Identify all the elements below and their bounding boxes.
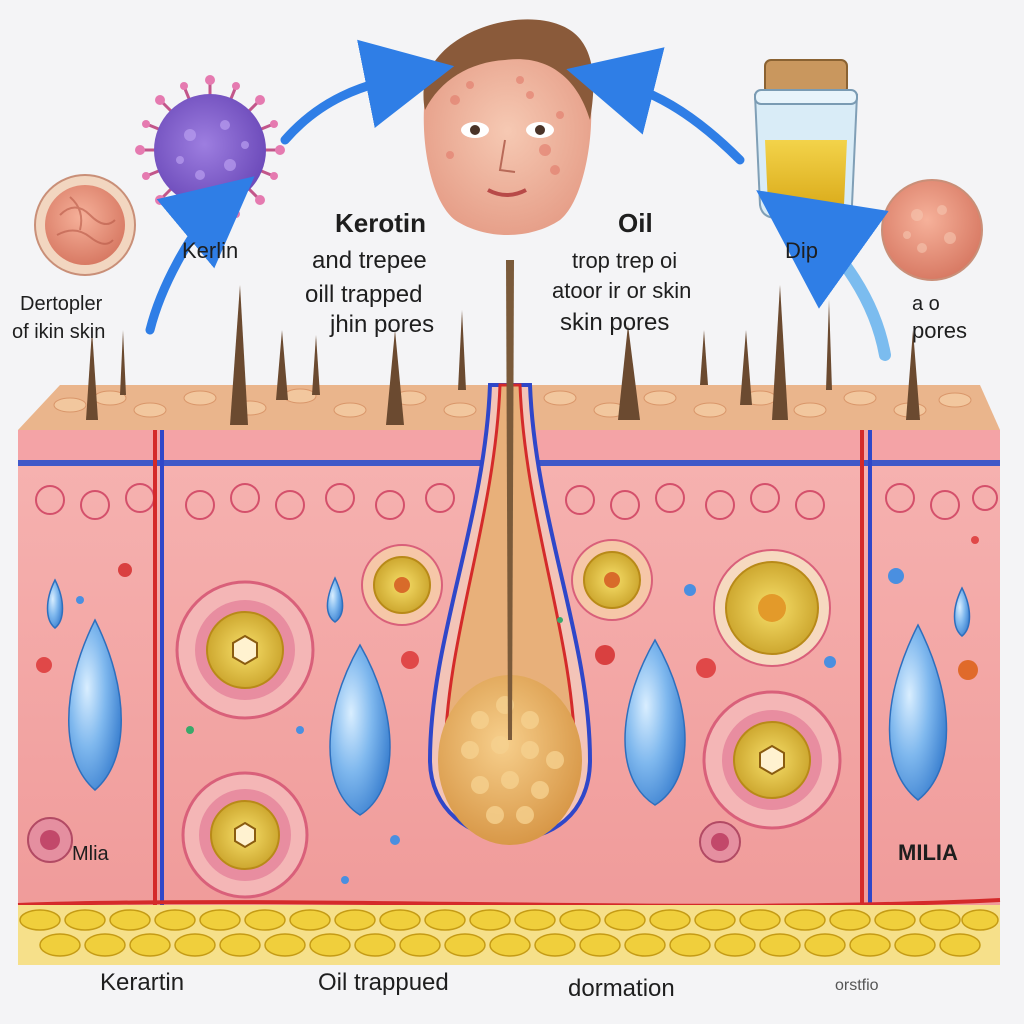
face-icon (423, 19, 594, 235)
label-dip: Dip (785, 238, 818, 263)
label-milia-right: MILIA (898, 840, 958, 865)
hair-follicle (427, 260, 593, 845)
skin-cell-icon (881, 179, 983, 281)
label-kerlin: Kerlin (182, 238, 238, 263)
small-milia (699, 821, 741, 863)
virus-icon (135, 75, 285, 225)
arrow-icon (145, 39, 891, 361)
label-dertopler-2: of ikin skin (12, 321, 105, 343)
label-oil-2: trop trep oi (572, 248, 677, 273)
label-oil-3: atoor ir or skin (552, 278, 691, 303)
milia-cyst (571, 539, 653, 621)
label-oil-title: Oil (618, 208, 653, 238)
label-keratin-2: and trepee (312, 247, 427, 274)
milia-cyst (713, 549, 831, 667)
label-milia-left: Mlia (72, 843, 110, 865)
water-drop-icon (46, 576, 971, 816)
oil-jar-icon (753, 59, 859, 219)
label-right-pores-1: a o (912, 293, 940, 315)
label-bottom-formation: dormation (568, 975, 675, 1002)
label-right-pores-2: pores (912, 318, 967, 343)
milia-cyst (175, 580, 315, 720)
blood-vessels (17, 430, 1001, 908)
scattered-particles (36, 536, 979, 884)
label-dertopler-1: Dertopler (20, 293, 103, 315)
label-keratin-3: oill trapped (305, 281, 422, 308)
milia-cysts (27, 539, 842, 899)
label-bottom-right: orstfio (835, 977, 879, 994)
milia-cyst (181, 771, 309, 899)
label-bottom-keratin: Kerartin (100, 969, 184, 996)
label-keratin-4: jhin pores (329, 311, 434, 338)
hair-shaft-icon (506, 260, 514, 740)
small-milia (27, 817, 73, 863)
hair-icon (86, 285, 920, 425)
label-oil-4: skin pores (560, 309, 669, 336)
label-bottom-oil: Oil trappued (318, 969, 449, 996)
fat-layer (18, 905, 1000, 965)
skin-cell-icon (34, 174, 136, 276)
milia-cyst (361, 544, 443, 626)
epidermal-swirls (35, 483, 998, 520)
milia-cyst (702, 690, 842, 830)
label-keratin-title: Kerotin (335, 208, 426, 238)
labels: Kerlin Dertopler of ikin skin Kerotin an… (12, 208, 967, 1002)
